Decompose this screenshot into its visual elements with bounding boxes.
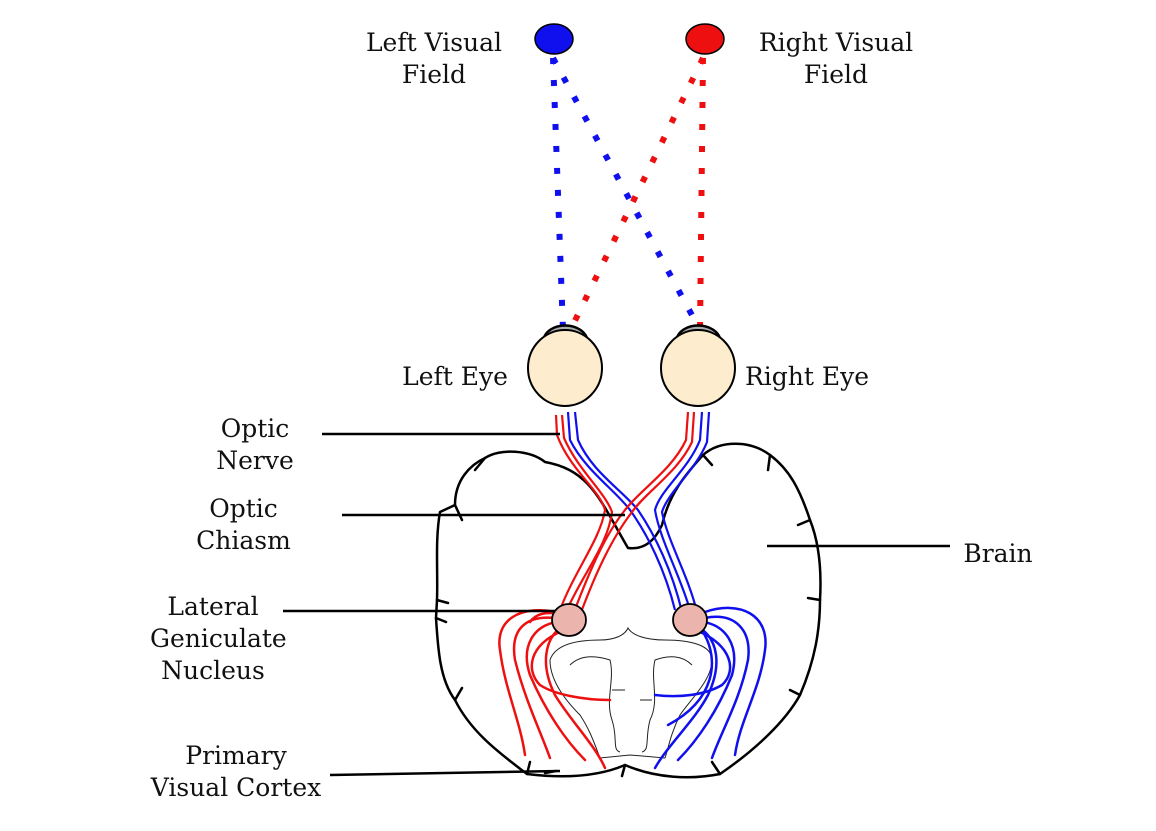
- right-eye: [660, 324, 736, 407]
- brain-sulci: [434, 453, 822, 778]
- optic-nerve-label: Optic Nerve: [216, 414, 294, 475]
- left-optic-radiations: [498, 609, 612, 770]
- brain-label: Brain: [963, 539, 1033, 568]
- left-eye: [527, 324, 603, 407]
- right-eye-label: Right Eye: [744, 362, 870, 391]
- left-visual-field-label: Left Visual Field: [365, 28, 503, 89]
- right-eye-fibers: [572, 411, 711, 616]
- left-field-ray-to-right-eye: [550, 56, 703, 332]
- left-eye-fibers: [554, 411, 684, 613]
- left-visual-field-dot: [534, 23, 574, 55]
- right-optic-radiations: [653, 606, 767, 770]
- left-eye-label: Left Eye: [402, 362, 508, 391]
- right-field-rays: [565, 56, 706, 337]
- left-field-ray-to-left-eye: [550, 57, 566, 331]
- visual-cortex-leader: [329, 769, 561, 777]
- right-field-ray-to-right-eye: [697, 57, 706, 331]
- primary-visual-cortex-label: Primary Visual Cortex: [150, 741, 322, 802]
- right-visual-field-dot: [685, 23, 725, 55]
- optic-chiasm-label: Optic Chiasm: [196, 494, 291, 555]
- leader-lines: [283, 432, 950, 777]
- left-lgn: [551, 603, 587, 637]
- right-visual-field-label: Right Visual Field: [758, 28, 914, 89]
- right-lgn: [672, 603, 708, 637]
- right-field-ray-to-left-eye: [565, 56, 706, 337]
- lateral-geniculate-nucleus-label: Lateral Geniculate Nucleus: [150, 592, 287, 685]
- left-field-rays: [550, 56, 703, 332]
